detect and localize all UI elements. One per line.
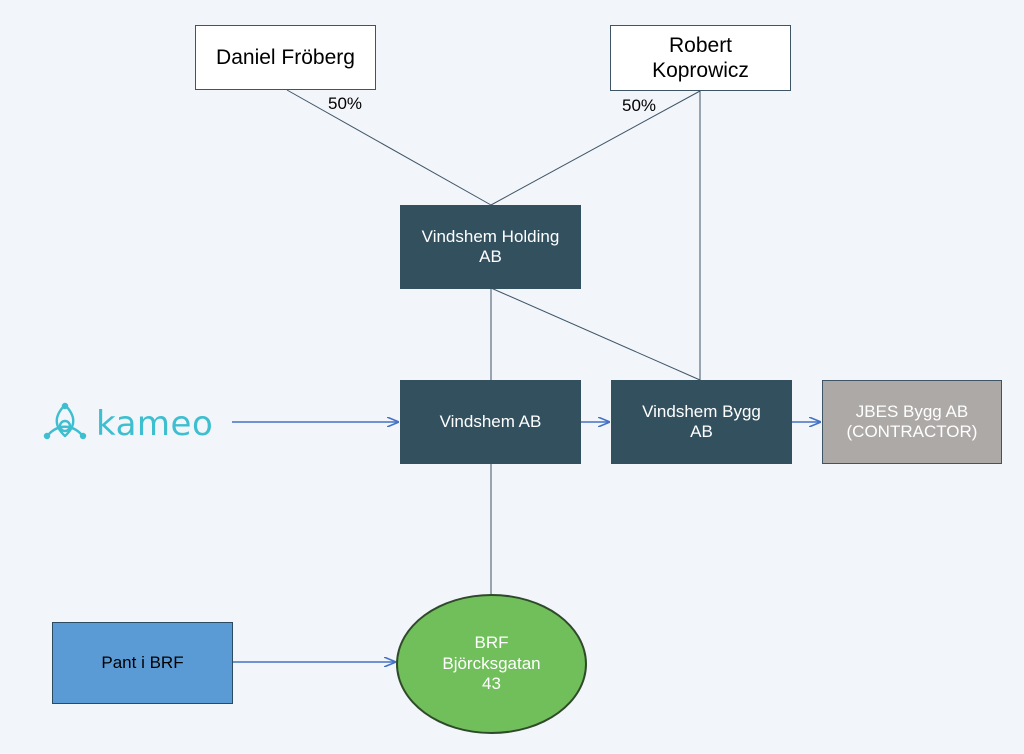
ownership-line-daniel-holding — [286, 89, 492, 206]
jbes-bygg-contractor-box: JBES Bygg AB (CONTRACTOR) — [822, 380, 1002, 464]
line-holding-bygg — [490, 287, 701, 381]
owner-daniel-froberg: Daniel Fröberg — [195, 25, 376, 90]
brf-bjorcksgatan-ellipse: BRF Björcksgatan 43 — [396, 594, 587, 734]
owner-robert-koprowicz: Robert Koprowicz — [610, 25, 791, 91]
vindshem-holding-ab-box: Vindshem Holding AB — [400, 205, 581, 289]
vindshem-bygg-ab-box: Vindshem Bygg AB — [611, 380, 792, 464]
vindshem-ab-box: Vindshem AB — [400, 380, 581, 464]
kameo-logo: kameo — [42, 402, 213, 445]
ownership-percent-robert: 50% — [622, 96, 657, 115]
kameo-wordmark: kameo — [96, 403, 214, 444]
ownership-line-robert-holding — [490, 90, 701, 206]
kameo-knot-icon — [42, 402, 88, 445]
pant-i-brf-box: Pant i BRF — [52, 622, 233, 704]
ownership-percent-daniel: 50% — [328, 94, 363, 113]
